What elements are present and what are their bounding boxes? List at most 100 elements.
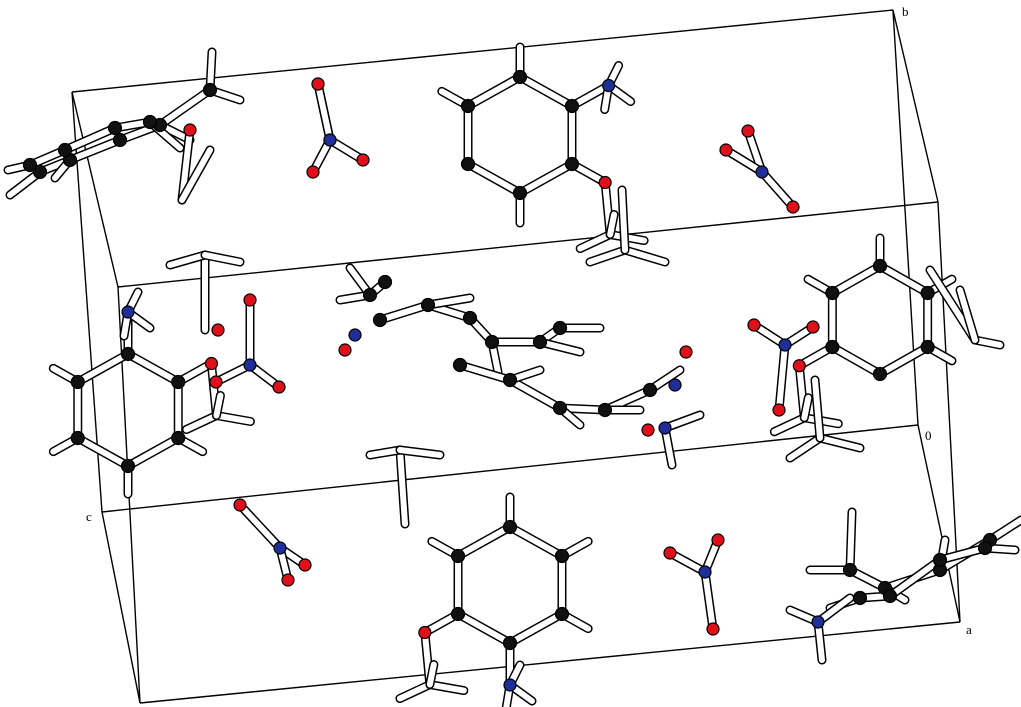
- bond-fill: [157, 87, 213, 128]
- nitrogen-atom: [811, 615, 825, 629]
- bond-fill: [619, 187, 628, 253]
- carbon-atom: [825, 285, 840, 301]
- bond-fill: [67, 137, 123, 163]
- cell-edge: [139, 621, 961, 704]
- bond-fill: [507, 524, 565, 559]
- oxygen-atom: [281, 573, 295, 587]
- bond-fill: [237, 502, 283, 551]
- carbon-atom: [932, 552, 948, 568]
- bond-fill: [577, 231, 614, 252]
- carbon-atom: [512, 185, 528, 201]
- bond-fill: [179, 147, 213, 203]
- bond-fill: [787, 435, 823, 461]
- carbon-atom: [70, 430, 85, 446]
- carbon-atom: [171, 374, 186, 390]
- nitrogen-atom: [121, 305, 135, 319]
- axis-label-origin: 0: [925, 428, 932, 443]
- oxygen-atom: [719, 143, 733, 157]
- cell-edge: [101, 511, 141, 704]
- bond-fill: [167, 252, 208, 268]
- bond-fill: [367, 447, 403, 458]
- oxygen-atom: [311, 77, 325, 91]
- nitrogen-atom: [658, 421, 672, 435]
- bond-fill: [397, 447, 443, 458]
- oxygen-atom: [772, 403, 786, 417]
- bond-fill: [315, 81, 333, 143]
- nitrogen-atom: [668, 378, 682, 392]
- oxygen-atom: [598, 175, 612, 190]
- carbon-atom: [202, 82, 218, 98]
- carbon-atom: [112, 132, 128, 148]
- bond-fill: [557, 405, 608, 413]
- oxygen-atom: [306, 165, 320, 179]
- carbon-atom: [642, 382, 658, 398]
- bond-fill: [622, 247, 668, 265]
- bond-fill: [667, 550, 708, 575]
- cell-edge: [892, 9, 939, 203]
- bond-fill: [125, 351, 182, 385]
- carbon-atom: [57, 142, 73, 158]
- bond-fill: [517, 74, 575, 109]
- oxygen-atom: [204, 356, 219, 371]
- bond-fill: [815, 595, 853, 625]
- carbon-atom: [460, 156, 476, 172]
- carbon-atom: [552, 400, 568, 416]
- bond-fill: [587, 247, 628, 265]
- bond-fill: [74, 351, 131, 385]
- nitrogen-atom: [503, 678, 517, 692]
- bond-fill: [829, 263, 883, 296]
- carbon-atom: [171, 430, 186, 446]
- bond-fill: [745, 128, 765, 175]
- carbon-atom: [22, 157, 38, 173]
- carbon-atom: [120, 346, 136, 362]
- bond-fill: [847, 509, 855, 573]
- bond-fill: [183, 412, 220, 433]
- bond-fill: [817, 435, 863, 451]
- cell-edge: [117, 201, 939, 288]
- carbon-atom: [552, 320, 568, 336]
- nitrogen-atom: [243, 358, 257, 372]
- nitrogen-atom: [323, 133, 337, 147]
- cell-edge: [71, 91, 119, 288]
- oxygen-atom: [233, 498, 247, 512]
- bond-fill: [396, 681, 433, 702]
- oxygen-atom: [679, 345, 693, 359]
- oxygen-atom: [418, 625, 432, 640]
- carbon-atom: [484, 334, 500, 350]
- carbon-atom: [70, 374, 85, 390]
- cell-edge: [101, 424, 919, 513]
- oxygen-atom: [641, 423, 655, 437]
- bond-fill: [213, 392, 224, 419]
- bond-fill: [877, 263, 931, 296]
- nitrogen-atom: [273, 541, 287, 555]
- oxygen-atom: [741, 124, 755, 138]
- bond-fill: [455, 524, 513, 559]
- bond-fill: [957, 287, 978, 343]
- bond-fill: [213, 412, 254, 425]
- bond-fill: [759, 169, 796, 210]
- bond-fill: [771, 414, 808, 435]
- carbon-atom: [120, 458, 136, 474]
- carbon-atom: [372, 312, 388, 328]
- carbon-atom: [502, 519, 518, 535]
- axis-label-b: b: [902, 4, 909, 19]
- carbon-atom: [512, 69, 528, 85]
- oxygen-atom: [806, 320, 820, 334]
- bond-fill: [62, 125, 118, 153]
- carbon-atom: [842, 562, 858, 578]
- oxygen-atom: [663, 546, 677, 560]
- axis-labels: b c 0 a: [86, 4, 972, 637]
- nitrogen-atom: [755, 165, 769, 179]
- carbon-atom: [554, 606, 570, 622]
- carbon-atom: [502, 635, 518, 651]
- axis-label-c: c: [86, 509, 92, 524]
- carbon-atom: [107, 120, 123, 136]
- carbon-atom: [852, 590, 868, 606]
- bond-fill: [877, 344, 931, 377]
- atom-layer: [22, 69, 998, 692]
- bond-fill: [202, 252, 243, 265]
- bond-fill: [465, 161, 523, 196]
- oxygen-atom: [183, 123, 197, 137]
- carbon-atom: [554, 548, 570, 564]
